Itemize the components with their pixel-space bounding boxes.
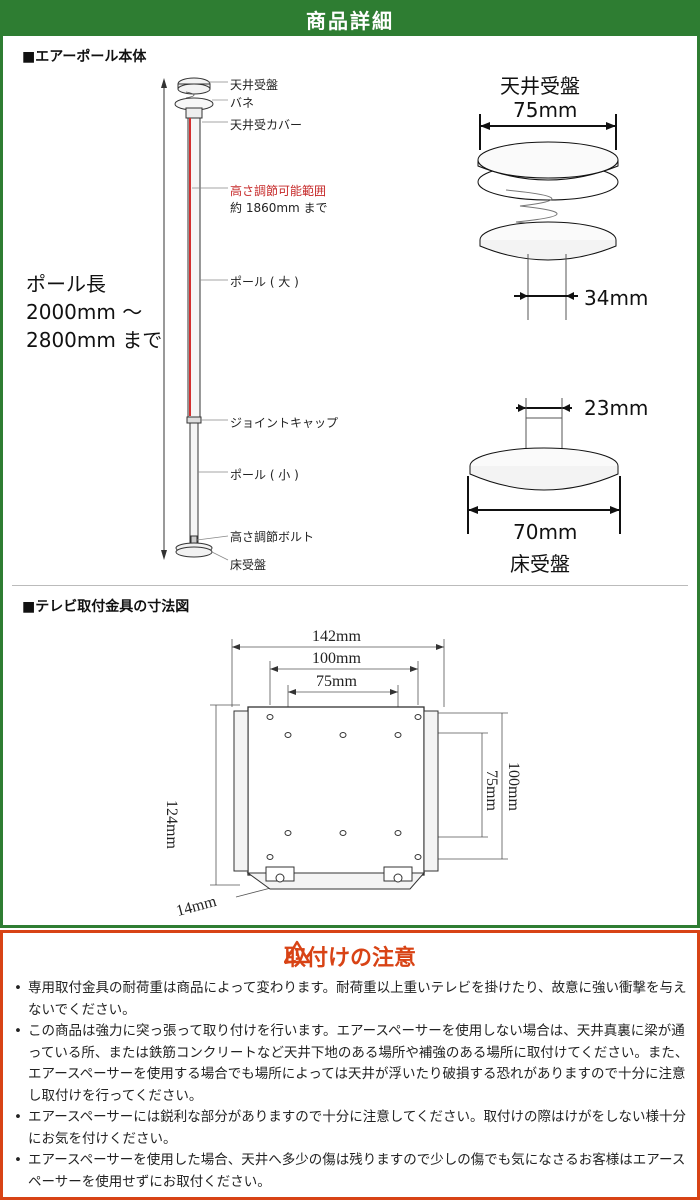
dim-vert-outer: 100mm <box>505 762 522 811</box>
label-adjust-range-value: 約 1860mm まで <box>230 201 328 215</box>
label-ceiling-plate: 天井受盤 <box>230 78 279 92</box>
dim-height-total: 124mm <box>163 800 180 849</box>
dim-inner-width: 75mm <box>316 673 357 690</box>
label-floor-plate: 床受盤 <box>230 558 267 572</box>
ceiling-detail-title: 天井受盤 <box>500 74 580 98</box>
dim-mid-width: 100mm <box>312 650 361 667</box>
pole-length-label: ポール長 <box>26 272 106 296</box>
label-adjust-range: 高さ調節可能範囲 <box>230 184 327 198</box>
dim-vert-inner: 75mm <box>483 770 500 811</box>
caution-item: エアースペーサーには鋭利な部分がありますので十分に注意してください。取付けの際は… <box>14 1107 690 1150</box>
label-pole-small: ポール ( 小 ) <box>230 468 299 482</box>
ceiling-diameter: 75mm <box>513 98 578 122</box>
pole-length-min: 2000mm ～ <box>26 300 143 324</box>
caution-heading: 取付けの注意 <box>0 940 700 972</box>
floor-pole-width: 23mm <box>584 396 649 420</box>
label-ceiling-cover: 天井受カバー <box>230 118 303 132</box>
bracket-diagram <box>210 639 508 898</box>
dim-outer-width: 142mm <box>312 628 361 645</box>
label-adjust-bolt: 高さ調節ボルト <box>230 530 315 544</box>
caution-item: エアースペーサーを使用した場合、天井へ多少の傷は残りますので少しの傷でも気になさ… <box>14 1150 690 1193</box>
label-pole-large: ポール ( 大 ) <box>230 275 299 289</box>
label-spring: バネ <box>230 96 255 110</box>
caution-frame <box>0 930 700 1200</box>
floor-detail-title: 床受盤 <box>510 552 570 576</box>
ceiling-pole-width: 34mm <box>584 286 649 310</box>
caution-item: 専用取付金具の耐荷重は商品によって変わります。耐荷重以上重いテレビを掛けたり、故… <box>14 978 690 1021</box>
ceiling-plate-detail <box>477 114 619 320</box>
pole-length-max: 2800mm まで <box>26 328 163 352</box>
label-joint-cap: ジョイントキャップ <box>230 416 339 430</box>
pole-section-heading: ■エアーポール本体 <box>22 49 147 65</box>
section-divider <box>12 585 688 586</box>
page-title: 商品詳細 <box>306 9 394 33</box>
pole-diagram <box>161 77 229 561</box>
bracket-section-heading: ■テレビ取付金具の寸法図 <box>22 599 190 615</box>
header-bar: 商品詳細 <box>0 0 700 36</box>
caution-item: この商品は強力に突っ張って取り付けを行います。エアースペーサーを使用しない場合は… <box>14 1021 690 1107</box>
floor-diameter: 70mm <box>513 520 578 544</box>
floor-plate-detail <box>467 398 621 534</box>
warning-icon <box>283 940 310 964</box>
caution-list: 専用取付金具の耐荷重は商品によって変わります。耐荷重以上重いテレビを掛けたり、故… <box>14 978 690 1193</box>
